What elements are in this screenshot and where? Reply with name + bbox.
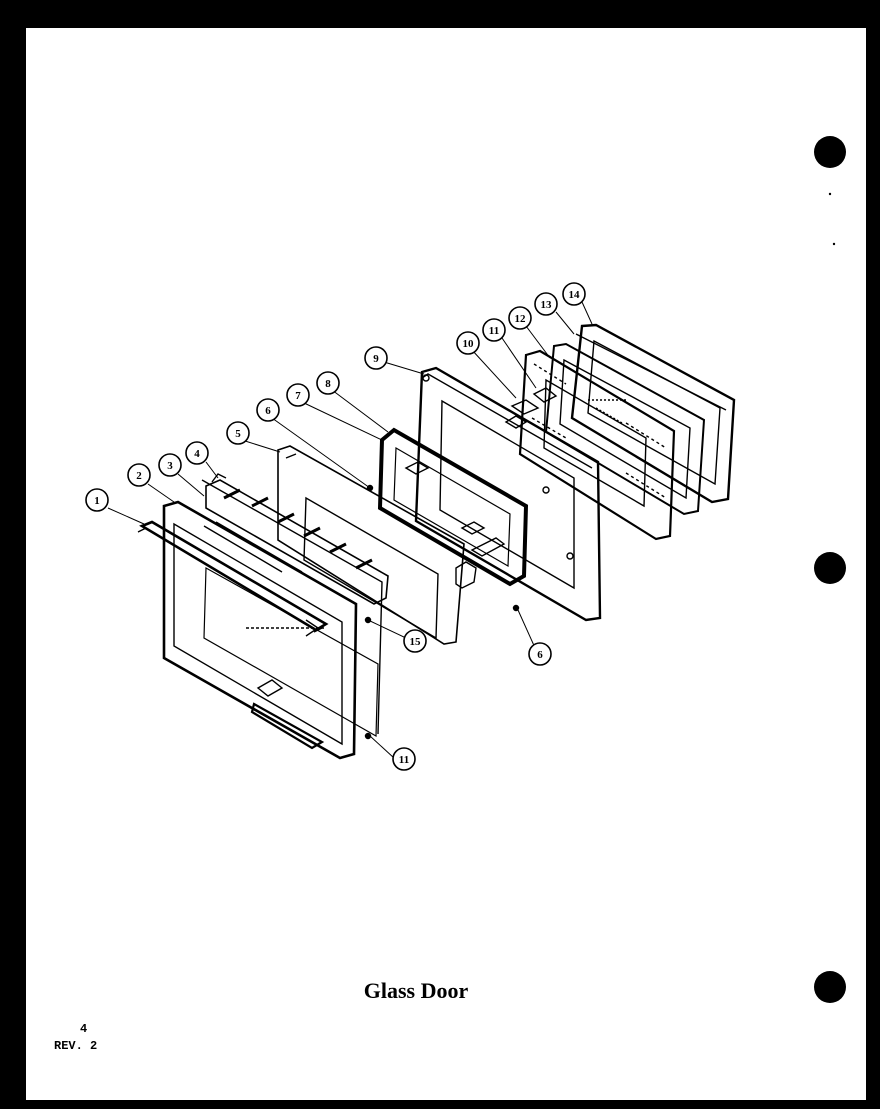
exploded-parts-diagram: 1 2 3 4 5 6 7 8 9 10 11 12 13 14 15 6 11 [85, 136, 846, 1003]
inner-door-liner [518, 349, 676, 541]
callout-6-upper: 6 [256, 398, 280, 422]
svg-text:5: 5 [235, 428, 241, 440]
page-number: 4 [80, 1022, 88, 1036]
door-bracket [455, 561, 477, 589]
door-vent-trim [205, 473, 389, 605]
callout-4: 4 [185, 441, 209, 465]
inner-glass-frame [377, 427, 529, 587]
svg-text:7: 7 [295, 390, 301, 402]
hinge-clip [532, 387, 558, 403]
svg-text:6: 6 [537, 649, 543, 661]
door-glass-pane [201, 479, 383, 738]
callout-5: 5 [226, 421, 250, 445]
hinge-clip [510, 399, 540, 415]
leader-lines [107, 301, 593, 759]
svg-text:12: 12 [515, 313, 527, 325]
screw [512, 604, 520, 612]
callout-14: 14 [562, 282, 586, 306]
callout-11-lower: 11 [392, 747, 416, 771]
drawing-sheet: 1 2 3 4 5 6 7 8 9 10 11 12 13 14 15 6 11… [26, 28, 866, 1100]
svg-text:2: 2 [136, 470, 142, 482]
callout-15: 15 [403, 629, 427, 653]
svg-text:9: 9 [373, 353, 379, 365]
callout-13: 13 [534, 292, 558, 316]
callout-6-lower: 6 [528, 642, 552, 666]
callout-2: 2 [127, 463, 151, 487]
svg-text:6: 6 [265, 405, 271, 417]
svg-text:1: 1 [94, 495, 100, 507]
callout-7: 7 [286, 383, 310, 407]
svg-text:11: 11 [399, 754, 409, 766]
svg-text:4: 4 [194, 448, 200, 460]
svg-text:15: 15 [410, 636, 422, 648]
svg-text:8: 8 [325, 378, 331, 390]
callout-11-upper: 11 [482, 318, 506, 342]
binder-hole-top [814, 136, 846, 168]
outer-glass-panel [277, 445, 465, 645]
speck [828, 192, 832, 196]
svg-text:10: 10 [463, 338, 475, 350]
svg-text:13: 13 [541, 299, 553, 311]
callout-9: 9 [364, 346, 388, 370]
binder-hole-middle [814, 552, 846, 584]
door-handle [137, 520, 329, 633]
svg-text:3: 3 [167, 460, 173, 472]
callout-8: 8 [316, 371, 340, 395]
revision-label: REV. 2 [54, 1039, 98, 1053]
svg-text:11: 11 [489, 325, 499, 337]
callout-1: 1 [85, 488, 109, 512]
binder-hole-bottom [814, 971, 846, 1003]
speck [832, 242, 836, 246]
screw [364, 732, 372, 740]
callouts: 1 2 3 4 5 6 7 8 9 10 11 12 13 14 15 6 11 [85, 282, 586, 771]
callout-3: 3 [158, 453, 182, 477]
callout-12: 12 [508, 306, 532, 330]
callout-10: 10 [456, 331, 480, 355]
svg-text:14: 14 [569, 289, 581, 301]
rear-gasket-frame [570, 323, 736, 504]
page-title: Glass Door [363, 978, 469, 1003]
